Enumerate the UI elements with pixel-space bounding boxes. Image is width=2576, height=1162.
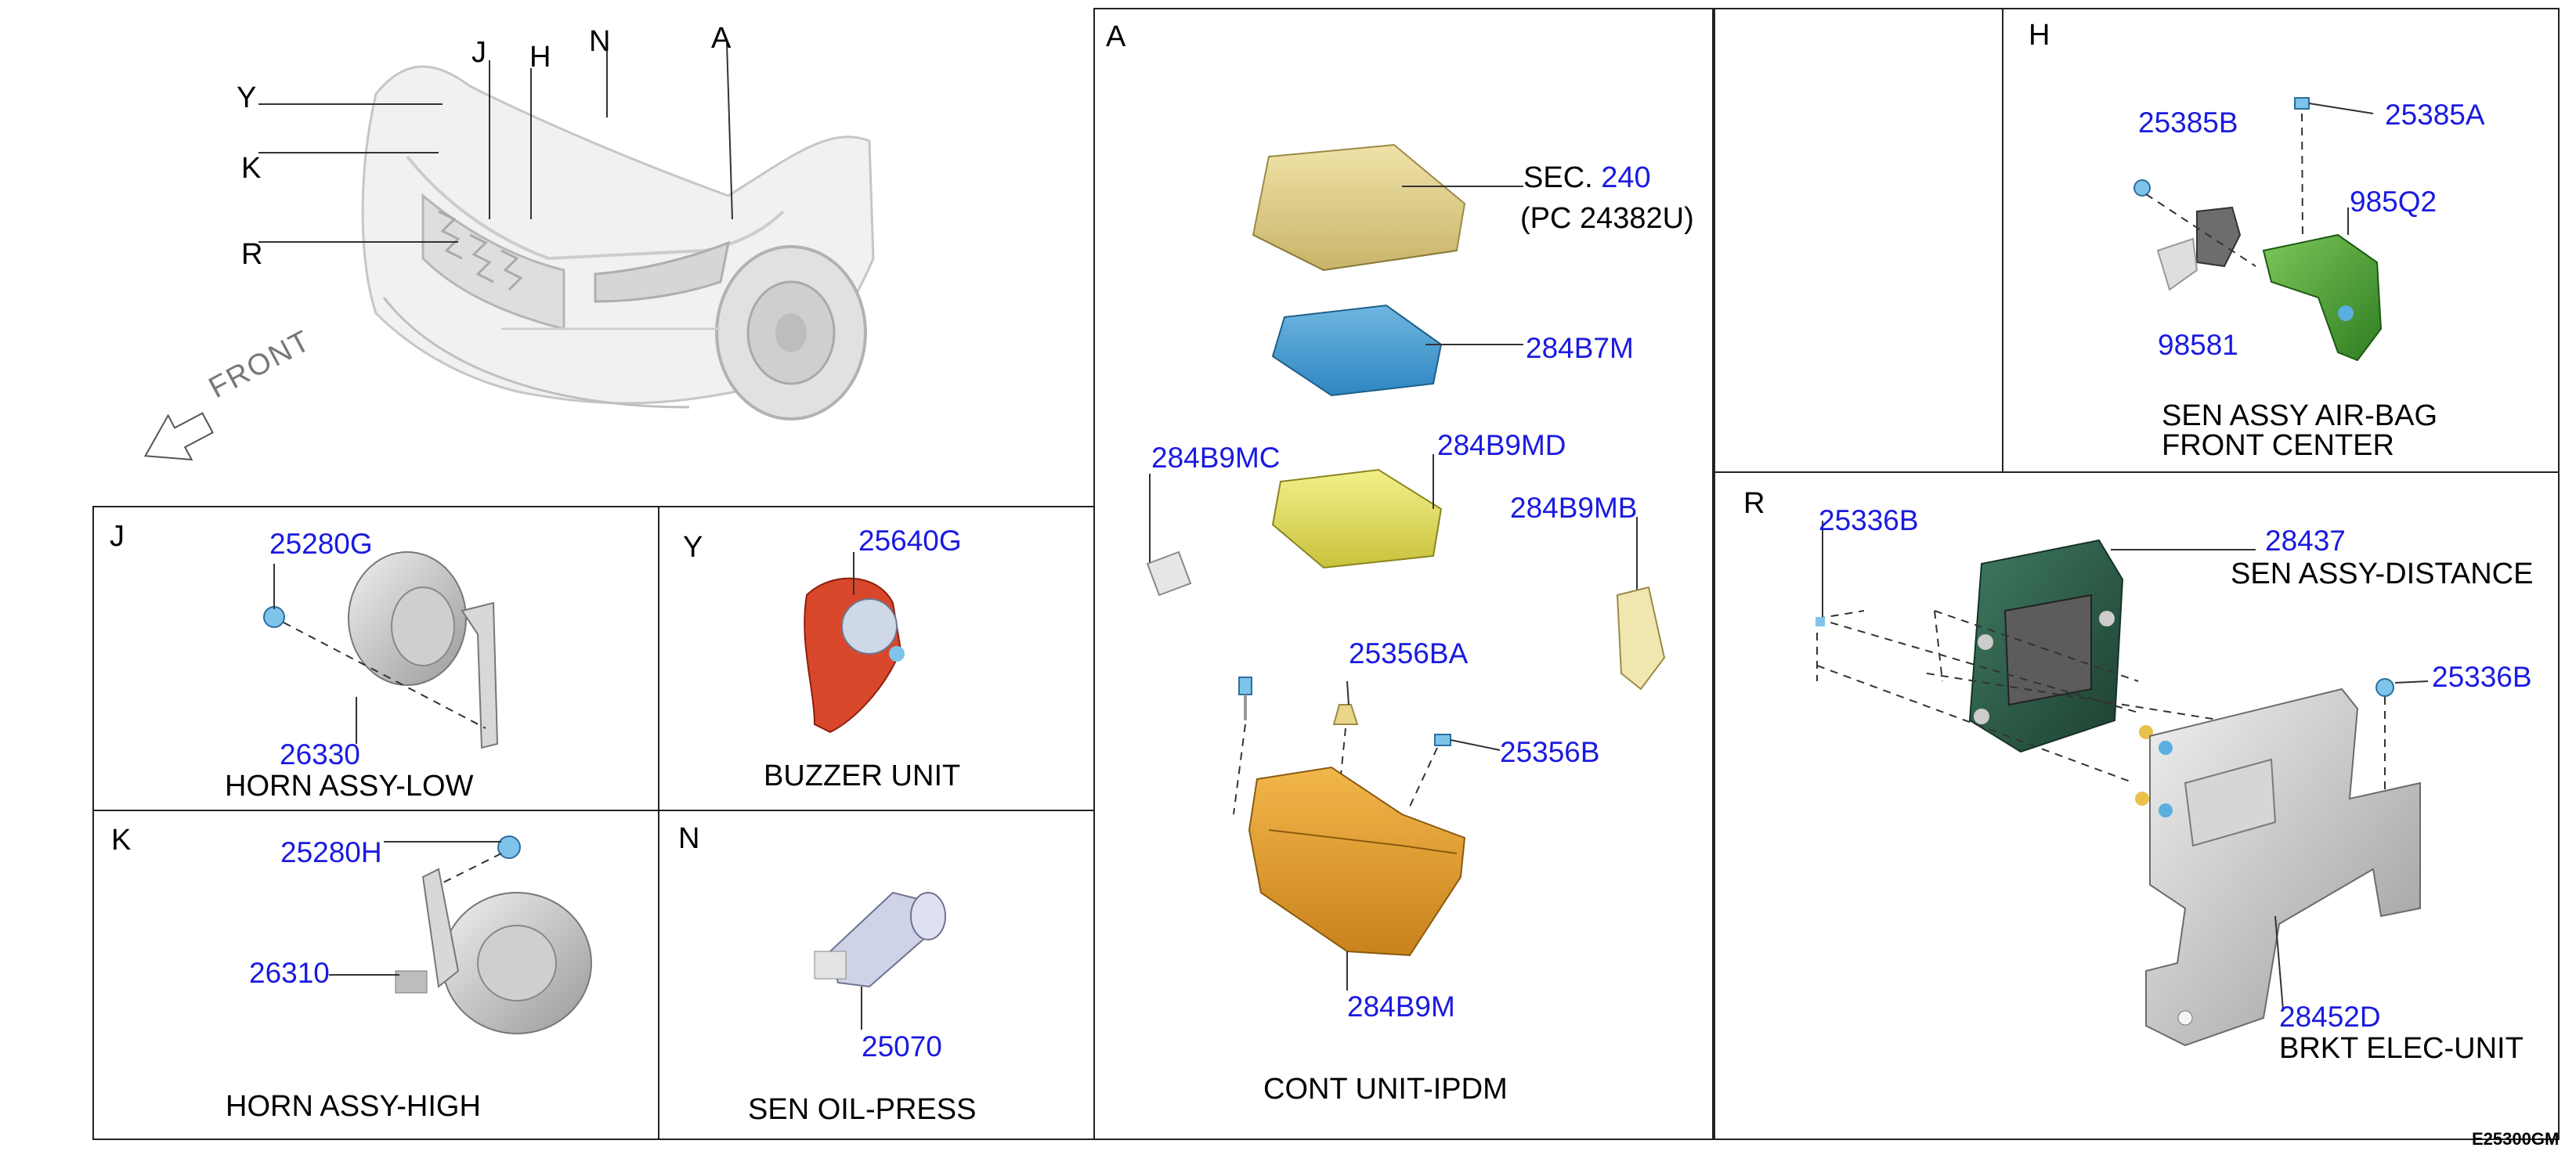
ipdm-upper-case-illustration — [1271, 468, 1443, 569]
panel-h-caption-line2: FRONT CENTER — [2162, 429, 2394, 462]
part-284b9md[interactable]: 284B9MD — [1437, 429, 1566, 461]
connector-right-illustration — [1616, 586, 1666, 691]
diagram-code: E25300GM — [2472, 1129, 2560, 1149]
part-26330[interactable]: 26330 — [280, 738, 360, 770]
part-98581[interactable]: 98581 — [2158, 329, 2238, 361]
panel-n-frame — [658, 810, 1095, 1140]
part-28452d[interactable]: 28452D — [2279, 1001, 2381, 1033]
panel-r-letter: R — [1743, 487, 1765, 520]
elec-unit-bracket-illustration — [2145, 687, 2421, 1047]
callout-n: N — [589, 25, 611, 58]
panel-j-letter: J — [110, 520, 125, 553]
panel-k-caption: HORN ASSY-HIGH — [226, 1090, 481, 1123]
callout-h: H — [529, 41, 551, 74]
panel-h-caption-line1: SEN ASSY AIR-BAG — [2162, 399, 2438, 432]
part-25280h[interactable]: 25280H — [280, 836, 382, 868]
airbag-bracket-illustration — [2262, 233, 2383, 362]
callout-k: K — [241, 152, 262, 185]
sec-number-link[interactable]: 240 — [1601, 161, 1651, 194]
ipdm-cover-illustration — [1252, 143, 1466, 272]
bolt-b-illustration — [1434, 734, 1451, 746]
callout-y: Y — [237, 81, 257, 114]
horn-high-illustration — [395, 868, 592, 1034]
part-25336b-right[interactable]: 25336B — [2432, 661, 2532, 693]
panel-r-frame — [1714, 471, 2560, 1140]
part-26310[interactable]: 26310 — [249, 957, 330, 989]
buzzer-illustration — [804, 577, 905, 734]
clip-a-illustration — [1332, 704, 1359, 725]
ipdm-unit-illustration — [1271, 304, 1443, 397]
vehicle-front-overview — [361, 65, 875, 420]
panel-n-letter: N — [678, 822, 700, 855]
oil-press-sensor-illustration — [814, 891, 946, 988]
sec-pc-reference: (PC 24382U) — [1520, 202, 1694, 235]
airbag-sensor-illustration — [2156, 206, 2242, 291]
ipdm-lower-case-illustration — [1248, 766, 1466, 957]
part-284b7m[interactable]: 284B7M — [1526, 332, 1634, 364]
bolt-k-illustration — [497, 835, 521, 859]
distance-sensor-illustration — [1968, 539, 2124, 753]
callout-r: R — [241, 238, 263, 271]
panel-h-letter: H — [2029, 19, 2050, 52]
bolt-h2-illustration — [2294, 97, 2310, 110]
part-25356b[interactable]: 25356B — [1500, 736, 1600, 768]
part-25385a[interactable]: 25385A — [2385, 99, 2485, 131]
part-28437[interactable]: 28437 — [2265, 525, 2346, 557]
part-25385b[interactable]: 25385B — [2138, 106, 2238, 139]
bolt-r2-illustration — [2375, 678, 2394, 697]
panel-n-caption: SEN OIL-PRESS — [748, 1093, 977, 1126]
bolt-j-illustration — [263, 606, 285, 628]
part-284b9mb[interactable]: 284B9MB — [1510, 492, 1638, 524]
part-25356ba[interactable]: 25356BA — [1349, 637, 1469, 669]
panel-a-caption: CONT UNIT-IPDM — [1263, 1073, 1508, 1106]
panel-k-letter: K — [111, 824, 132, 857]
panel-y-letter: Y — [683, 531, 703, 564]
part-25280g[interactable]: 25280G — [269, 528, 373, 560]
panel-a-letter: A — [1106, 20, 1126, 53]
bolt-a-illustration — [1238, 677, 1252, 720]
panel-y-caption: BUZZER UNIT — [764, 760, 961, 792]
callout-j: J — [471, 36, 486, 69]
panel-j-caption: HORN ASSY-LOW — [225, 770, 474, 803]
horn-low-illustration — [348, 551, 499, 749]
part-25640g[interactable]: 25640G — [858, 525, 962, 557]
connector-left-illustration — [1146, 550, 1192, 597]
front-arrow — [143, 412, 214, 461]
sec-reference: SEC. 240 — [1523, 161, 1651, 195]
callout-a: A — [711, 22, 732, 55]
panel-r-sensor-caption: SEN ASSY-DISTANCE — [2231, 558, 2534, 590]
sec-prefix: SEC. — [1523, 161, 1593, 194]
part-284b9m[interactable]: 284B9M — [1347, 991, 1455, 1023]
part-25336b-left[interactable]: 25336B — [1819, 504, 1919, 536]
part-284b9mc[interactable]: 284B9MC — [1151, 442, 1281, 474]
bolt-h1-illustration — [2133, 179, 2151, 197]
part-25070[interactable]: 25070 — [862, 1030, 942, 1063]
panel-r-caption: BRKT ELEC-UNIT — [2279, 1032, 2524, 1065]
bolt-r1-illustration — [1815, 617, 1825, 626]
part-985q2[interactable]: 985Q2 — [2350, 186, 2437, 218]
